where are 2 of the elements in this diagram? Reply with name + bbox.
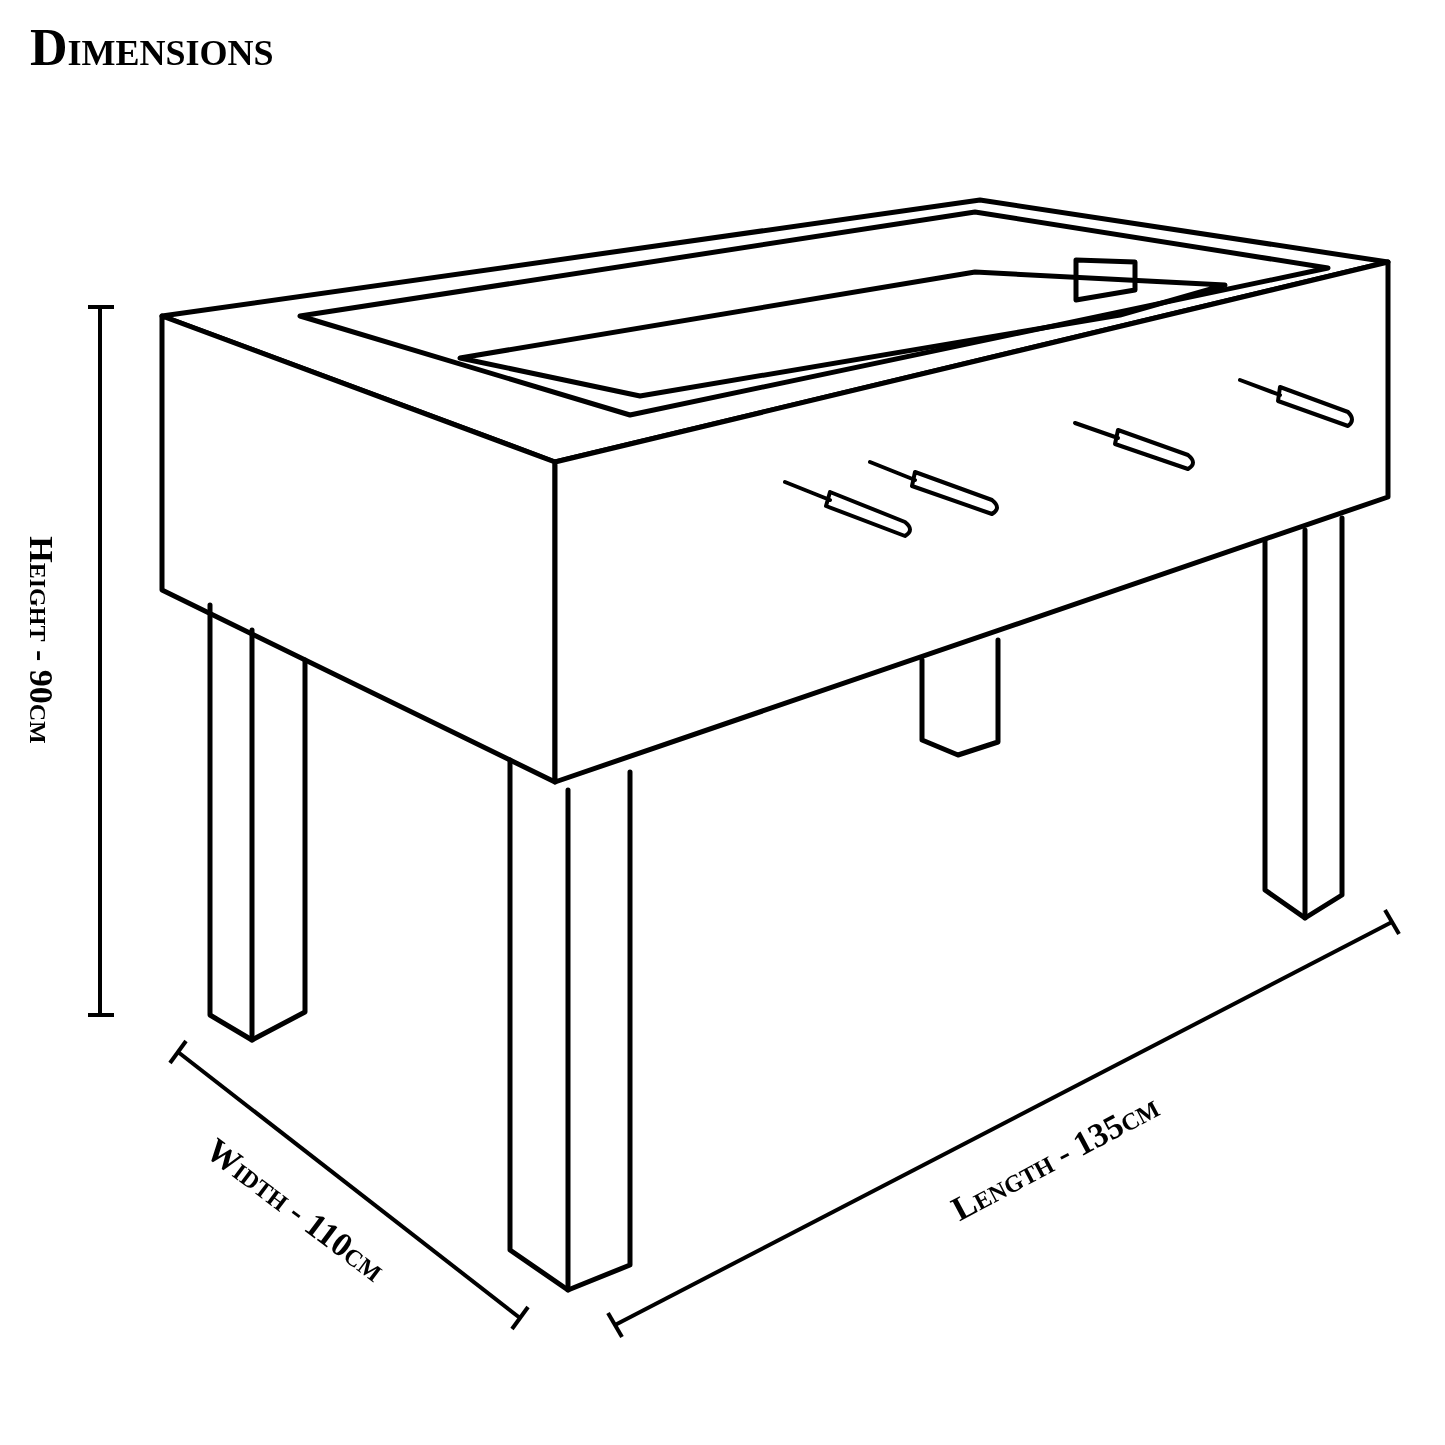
dimension-label: Height - 90cm bbox=[21, 536, 60, 744]
title: Dimensions bbox=[30, 18, 274, 77]
